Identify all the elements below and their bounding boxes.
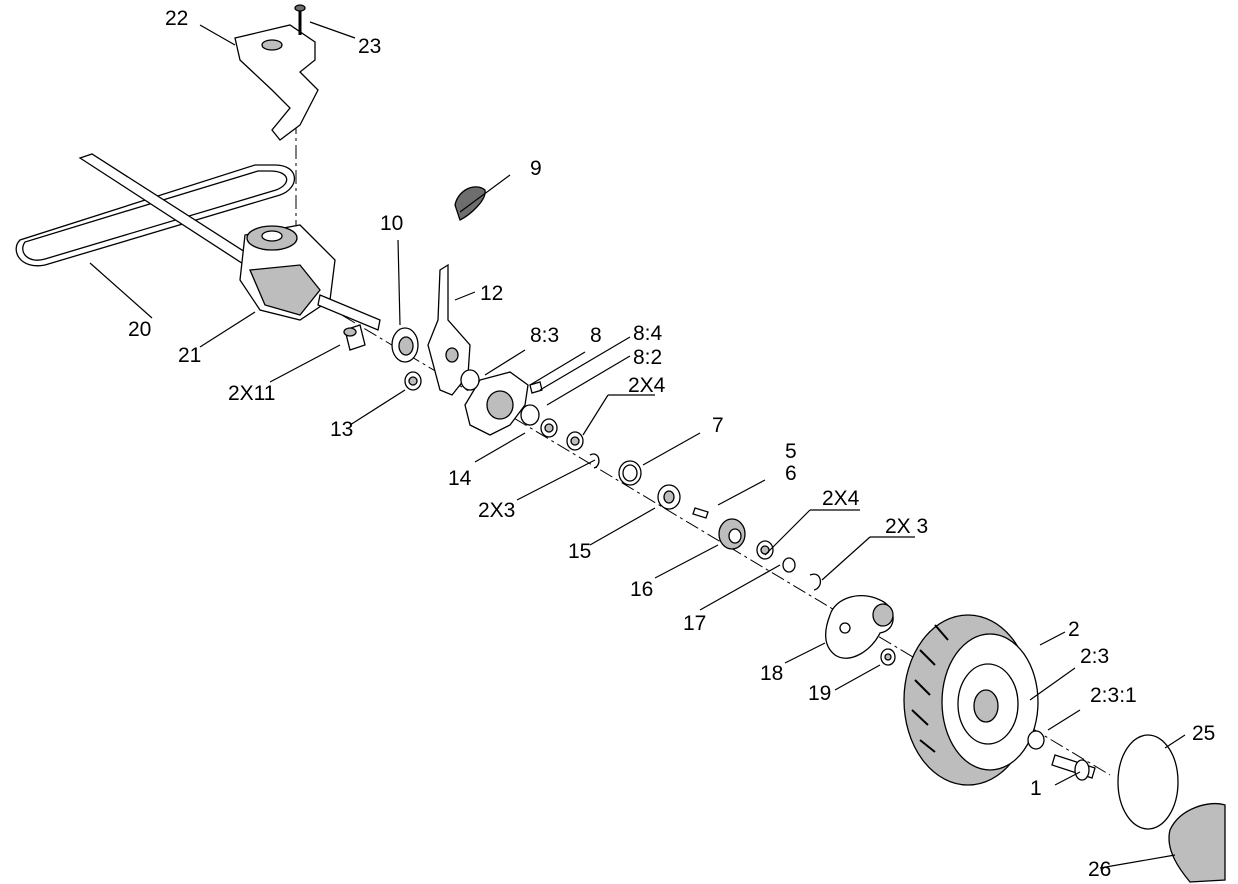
- hubcap-part-25: [1117, 734, 1179, 830]
- callout-23: 23: [358, 35, 381, 58]
- callout-2x3-b: 2X 3: [885, 515, 928, 538]
- bracket-part-22: [234, 24, 319, 141]
- callout-2-3-1: 2:3:1: [1090, 684, 1137, 707]
- callout-10: 10: [380, 212, 403, 235]
- knob-part-9: [454, 186, 486, 221]
- gearbox-part-21: [239, 224, 381, 331]
- washer-part-4b: [566, 431, 584, 451]
- callout-8: 8: [590, 324, 602, 347]
- lever-part-12: [427, 263, 471, 396]
- callout-5: 5: [785, 440, 797, 463]
- ring-part-7: [618, 460, 642, 486]
- callout-2x3-a: 2X3: [478, 499, 515, 522]
- clip-part-3a: [589, 453, 600, 469]
- hubcap-cover-part-26: [1168, 802, 1226, 883]
- callout-19: 19: [808, 682, 831, 705]
- screw-part-23: [294, 4, 306, 35]
- bearing-part-2-3-1: [1027, 730, 1045, 750]
- callout-1: 1: [1030, 777, 1042, 800]
- nut-part-13: [404, 371, 422, 391]
- washer-part-4a: [540, 418, 558, 438]
- bushing-part-10: [391, 327, 419, 363]
- callout-18: 18: [760, 662, 783, 685]
- leader-lines: [89, 21, 1186, 869]
- callout-8-3: 8:3: [530, 324, 559, 347]
- pin-part-8-4: [529, 381, 543, 394]
- callout-2: 2: [1068, 618, 1080, 641]
- callout-16: 16: [630, 578, 653, 601]
- callout-2x4-b: 2X4: [822, 487, 860, 510]
- callout-9: 9: [530, 157, 542, 180]
- washer-part-4c: [756, 540, 774, 560]
- callout-14: 14: [448, 467, 472, 490]
- callout-2x11: 2X11: [228, 382, 276, 405]
- callout-2-3: 2:3: [1080, 645, 1109, 668]
- callout-25: 25: [1192, 722, 1215, 745]
- key-part-5-6: [692, 507, 709, 519]
- callout-26: 26: [1088, 858, 1111, 881]
- callout-6: 6: [785, 462, 797, 485]
- bolt-part-1: [1051, 754, 1096, 781]
- callout-7: 7: [712, 414, 724, 437]
- bolt-part-11: [343, 324, 366, 351]
- clip-part-3b: [809, 573, 821, 591]
- spacer-part-17: [782, 557, 796, 573]
- callout-13: 13: [330, 418, 353, 441]
- callout-21: 21: [178, 344, 201, 367]
- callout-2x4-a: 2X4: [628, 374, 666, 397]
- belt-part-20: [15, 164, 296, 267]
- callout-20: 20: [128, 318, 151, 341]
- callout-labels: 1 2 2:3 2:3:1 5 6 7 8 8:2 8:3 8:4 9 10 2…: [128, 7, 1215, 881]
- washer-part-19: [880, 648, 896, 666]
- bushing-part-8-3: [460, 369, 480, 391]
- gear-part-16: [718, 518, 746, 550]
- cover-part-18: [825, 595, 894, 659]
- callout-15: 15: [568, 540, 591, 563]
- callout-8-4: 8:4: [633, 322, 663, 345]
- callout-17: 17: [683, 612, 706, 635]
- plate-part-14: [464, 371, 529, 436]
- hub-part-15: [657, 484, 681, 510]
- wheel-part-2: [903, 614, 1039, 786]
- callout-12: 12: [480, 282, 503, 305]
- callout-8-2: 8:2: [633, 346, 662, 369]
- callout-22: 22: [165, 7, 188, 30]
- spacer-part-8-2: [520, 404, 540, 426]
